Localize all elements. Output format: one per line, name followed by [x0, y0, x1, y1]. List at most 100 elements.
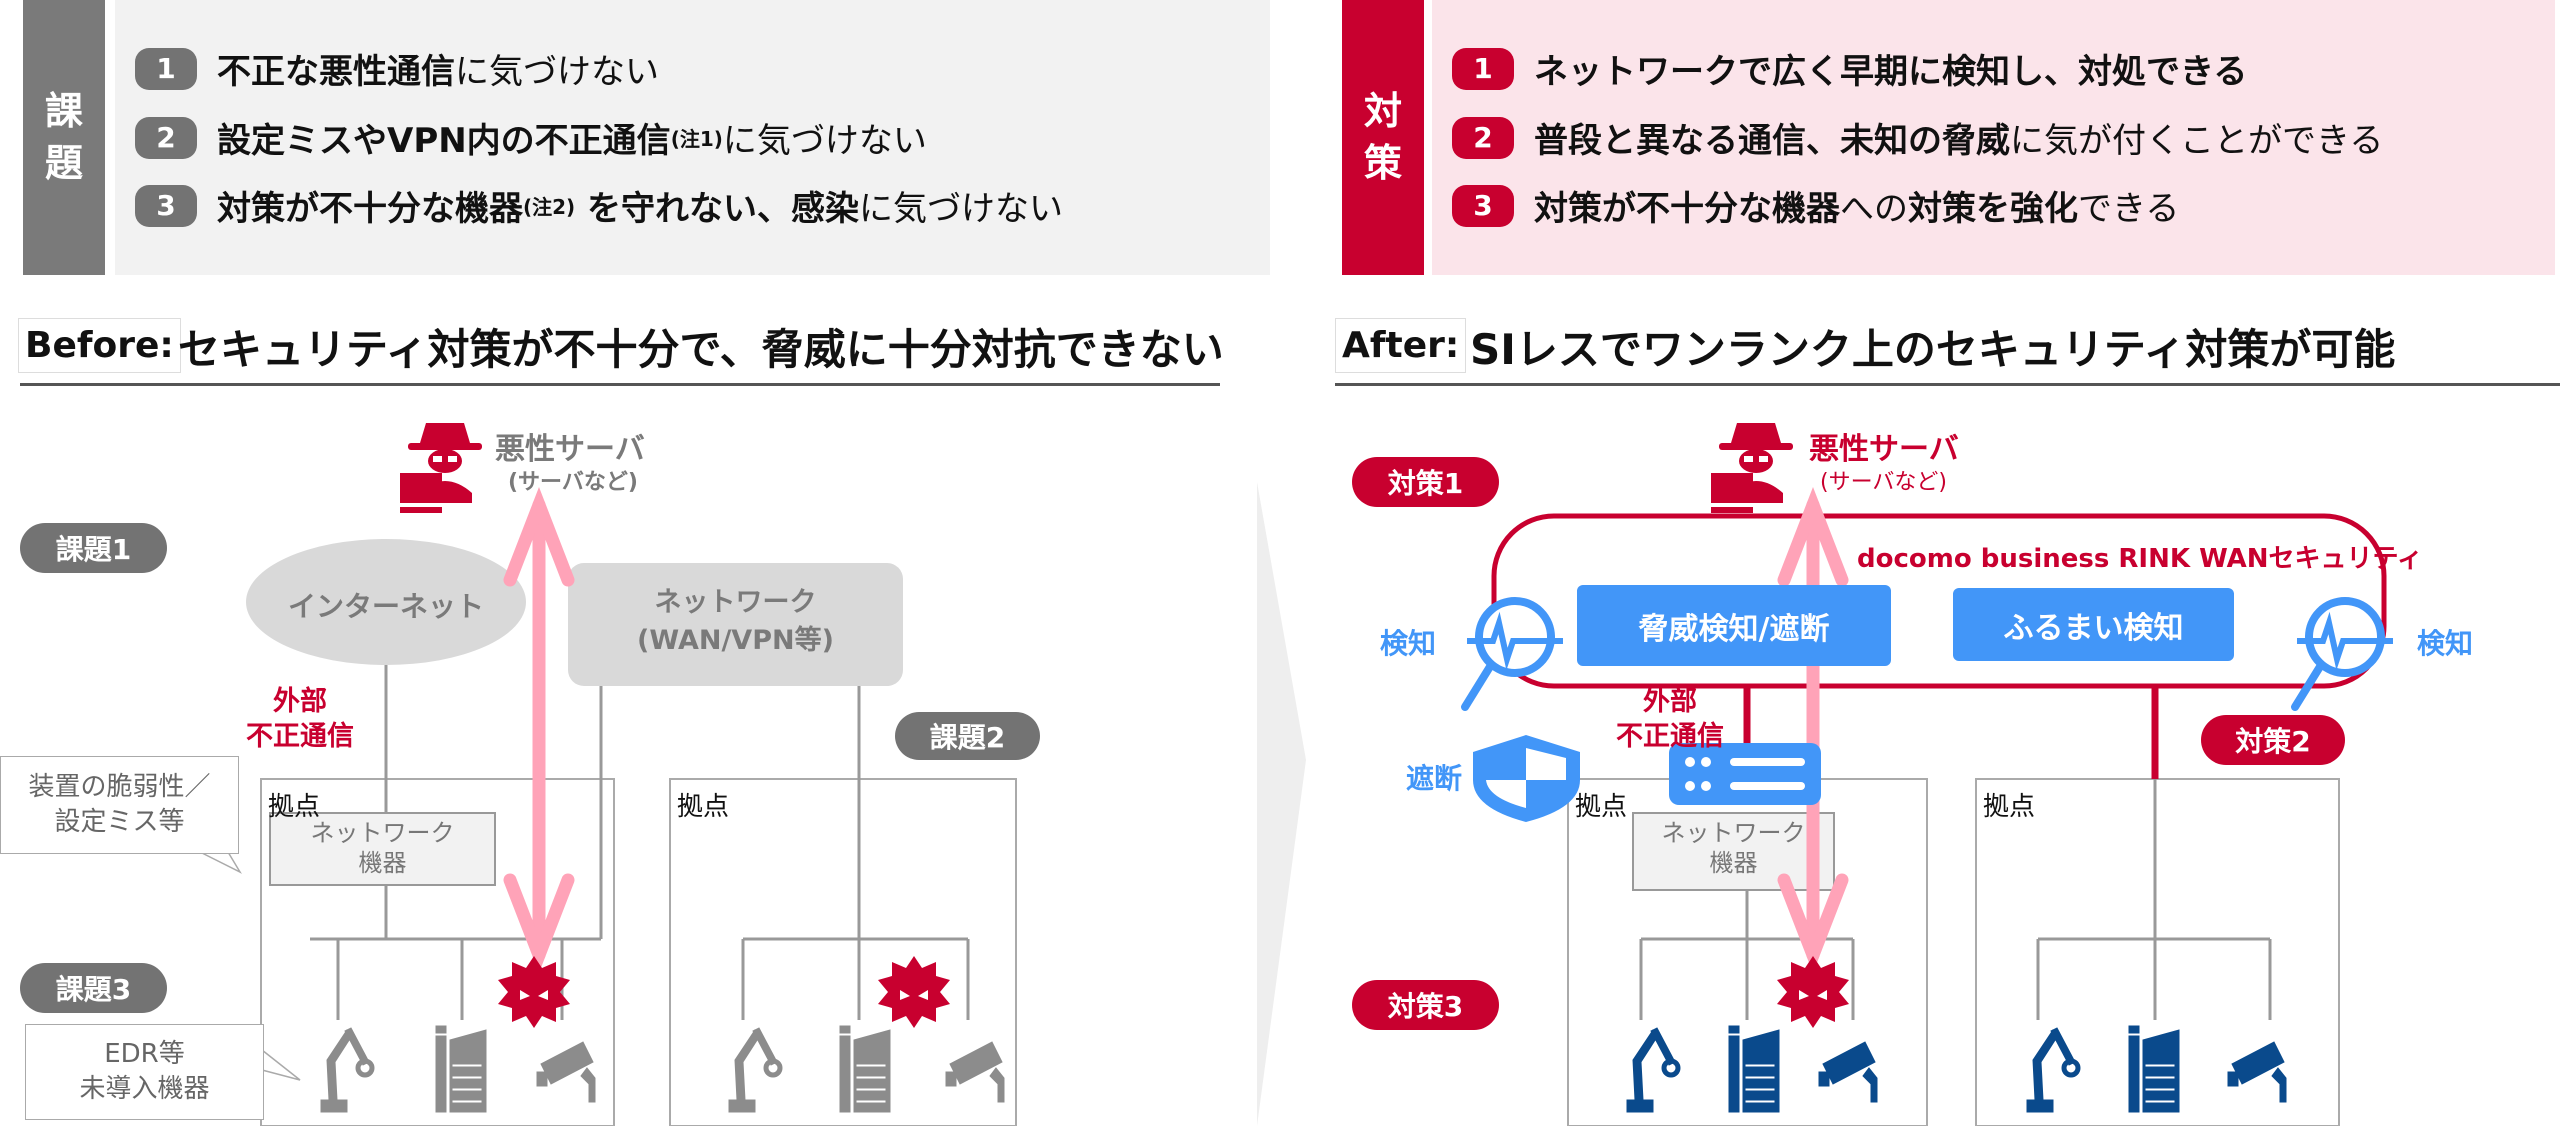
- network-device-line: ネットワーク: [310, 819, 455, 847]
- network-device-box: [269, 812, 496, 886]
- internet-label: インターネット: [287, 590, 484, 623]
- external-unauthorized-traffic-label: 外部 不正通信: [1600, 684, 1740, 754]
- footnote-ref: (注2): [523, 195, 576, 219]
- issue-item-1: 1 不正な悪性通信 に気づけない: [135, 44, 659, 93]
- callout-tail: [261, 1049, 301, 1081]
- issues-side-label: 課 題: [23, 0, 105, 275]
- network-device-box: [1632, 812, 1835, 891]
- network-label-line: ネットワーク: [654, 587, 817, 618]
- issue-text-bold: 設定ミスやVPN内の不正通信: [217, 121, 671, 161]
- after-network-lines: [1639, 779, 2272, 1020]
- measure-item-3: 3 対策が不十分な機器 への 対策を強化 できる: [1452, 181, 2179, 230]
- shield-icon: [1473, 735, 1580, 822]
- after-title: SIレスでワンランク上のセキュリティ対策が可能: [1470, 325, 2396, 374]
- after-label: After:: [1335, 318, 1467, 373]
- issue-text-bold: 対策が不十分な機器: [217, 189, 523, 229]
- external-label-line: 外部: [1643, 686, 1697, 717]
- network-device-label: ネットワーク 機器: [270, 818, 495, 878]
- measure-3-badge: 対策3: [1352, 980, 1499, 1030]
- edr-callout: EDR等 未導入機器: [25, 1024, 264, 1120]
- issues-label-char: 題: [44, 140, 83, 185]
- issue-text-bold: を守れない、感染: [575, 189, 860, 229]
- measure-number-badge: 2: [1452, 116, 1514, 159]
- detect-magnifier-icon: [1465, 601, 1563, 707]
- callout-tail: [199, 851, 242, 874]
- issue-1-badge: 課題1: [20, 523, 167, 573]
- issue-text: に気づけない: [722, 121, 927, 161]
- issues-panel: 1 不正な悪性通信 に気づけない 2 設定ミスやVPN内の不正通信 (注1) に…: [115, 0, 1270, 275]
- before-after-separator: [1257, 482, 1306, 1126]
- measure-text: できる: [2078, 189, 2180, 229]
- issue-item-2: 2 設定ミスやVPN内の不正通信 (注1) に気づけない: [135, 113, 927, 162]
- external-label-line: 外部: [273, 686, 327, 717]
- before-label: Before:: [18, 318, 181, 373]
- measure-text-bold: 対策を強化: [1908, 189, 2078, 229]
- measure-text-bold: ネットワークで広く早期に検知し、対処できる: [1534, 52, 2248, 92]
- before-network-lines: [310, 665, 970, 1020]
- measure-text: に気が付くことができる: [2010, 121, 2384, 161]
- before-divider: [20, 383, 1220, 386]
- measures-panel: 1 ネットワークで広く早期に検知し、対処できる 2 普段と異なる通信、未知の脅威…: [1432, 0, 2555, 275]
- site-label: 拠点: [677, 792, 730, 822]
- detect-label: 検知: [2417, 627, 2474, 660]
- detect-label: 検知: [1380, 627, 1437, 660]
- hacker-icon: [1711, 423, 1793, 513]
- callout-line: 未導入機器: [79, 1074, 210, 1104]
- footnote-ref: (注1): [670, 127, 723, 151]
- site-label: 拠点: [268, 792, 321, 822]
- behavior-detection: ふるまい検知: [1953, 588, 2234, 661]
- issue-3-badge: 課題3: [20, 963, 167, 1013]
- measure-number-badge: 1: [1452, 47, 1514, 90]
- internet-cloud: [246, 539, 526, 665]
- external-unauthorized-traffic-label: 外部 不正通信: [220, 684, 380, 754]
- measures-label-char: 対: [1363, 89, 1402, 134]
- printer-icon: [1728, 1025, 1780, 1113]
- measure-item-2: 2 普段と異なる通信、未知の脅威 に気が付くことができる: [1452, 113, 2383, 162]
- threat-detection-block: 脅威検知/遮断: [1577, 585, 1891, 666]
- site-label: 拠点: [1983, 792, 2036, 822]
- issue-number-badge: 2: [135, 116, 197, 159]
- network-label-line: (WAN/VPN等): [637, 624, 834, 656]
- issue-text: に気づけない: [859, 189, 1064, 229]
- before-attack-arrow: [503, 486, 575, 974]
- printer-icon: [435, 1025, 487, 1113]
- after-divider: [1335, 383, 2560, 386]
- service-name: docomo business RINK WANセキュリティ: [1857, 544, 2423, 574]
- malicious-server-label: 悪性サーバ: [1809, 432, 1959, 467]
- malicious-server-label: 悪性サーバ: [495, 432, 645, 467]
- hacker-icon: [400, 423, 482, 513]
- before-title: セキュリティ対策が不十分で、脅威に十分対抗できない: [178, 325, 1224, 374]
- external-label-line: 不正通信: [1616, 721, 1724, 753]
- issue-text: に気づけない: [455, 52, 659, 92]
- issue-item-3: 3 対策が不十分な機器 (注2) を守れない、感染 に気づけない: [135, 181, 1063, 230]
- network-device-line: ネットワーク: [1661, 819, 1806, 847]
- printer-icon: [839, 1025, 891, 1113]
- measures-side-label: 対 策: [1342, 0, 1424, 275]
- vulnerability-callout: 装置の脆弱性／ 設定ミス等: [0, 756, 239, 854]
- measure-2-badge: 対策2: [2201, 715, 2345, 765]
- measure-1-badge: 対策1: [1352, 457, 1499, 507]
- block-label: 遮断: [1406, 762, 1463, 795]
- measure-number-badge: 3: [1452, 184, 1514, 227]
- issue-number-badge: 1: [135, 47, 197, 90]
- network-wan-box: [568, 563, 903, 686]
- measure-text: への: [1840, 189, 1908, 229]
- network-wan-label: ネットワーク (WAN/VPN等): [568, 584, 903, 660]
- issues-label-char: 課: [44, 89, 83, 134]
- callout-line: 装置の脆弱性／: [28, 771, 211, 802]
- measure-item-1: 1 ネットワークで広く早期に検知し、対処できる: [1452, 44, 2247, 93]
- after-attack-arrow: [1777, 486, 1849, 974]
- network-device-line: 機器: [1709, 849, 1758, 877]
- issue-number-badge: 3: [135, 184, 197, 227]
- malicious-server-sublabel: (サーバなど): [1820, 470, 1947, 495]
- callout-line: 設定ミス等: [54, 807, 185, 837]
- issue-2-badge: 課題2: [895, 712, 1040, 760]
- network-device-line: 機器: [358, 849, 407, 877]
- issue-text-bold: 不正な悪性通信: [217, 52, 455, 92]
- malicious-server-sublabel: (サーバなど): [508, 470, 638, 495]
- printer-icon: [2128, 1025, 2180, 1113]
- measures-label-char: 策: [1363, 140, 1402, 185]
- external-label-line: 不正通信: [246, 721, 354, 753]
- site-label: 拠点: [1575, 792, 1628, 822]
